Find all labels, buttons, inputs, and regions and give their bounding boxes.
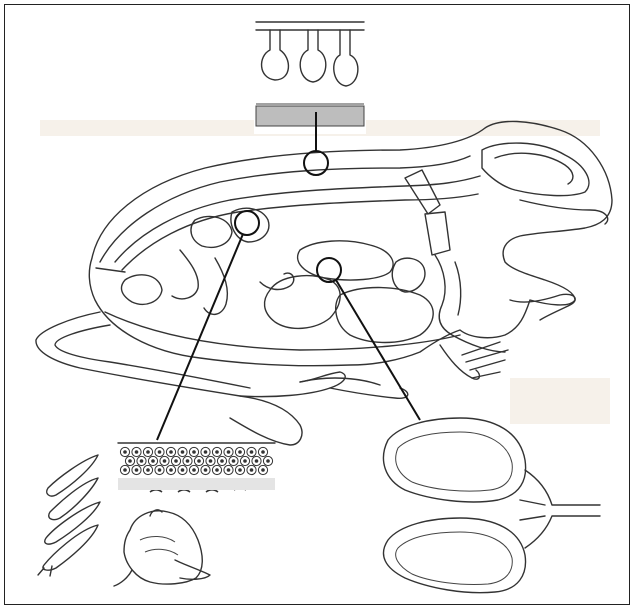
egg-nucleus [192, 450, 196, 454]
trachea-junction [520, 500, 545, 520]
egg-nucleus [261, 468, 265, 472]
ovary-eggs-detail [118, 443, 275, 492]
embryo [206, 490, 218, 492]
embryo [178, 490, 190, 492]
fingers [462, 342, 508, 378]
egg-nucleus [135, 450, 139, 454]
pancreas [260, 273, 294, 289]
skin-focus-ring [304, 151, 328, 175]
egg-nucleus [151, 459, 155, 463]
egg-nucleus [209, 459, 213, 463]
egg-nucleus [169, 468, 173, 472]
jaw-line [520, 200, 608, 224]
egg-nucleus [227, 468, 231, 472]
bladder [121, 275, 162, 305]
egg-nucleus [140, 459, 144, 463]
egg-nucleus [250, 468, 254, 472]
egg-nucleus [250, 450, 254, 454]
lung-in-body [298, 241, 393, 280]
adult-frog-leg [175, 560, 210, 579]
hind-leg [36, 312, 408, 445]
fore-leg [435, 255, 575, 379]
brain [482, 143, 589, 196]
ovary [231, 208, 269, 242]
intestine-loop [204, 258, 227, 314]
forearm [440, 345, 479, 379]
brain-inner [495, 153, 573, 184]
dorsal-inner-line [100, 156, 470, 262]
egg-nucleus [215, 468, 219, 472]
cloaca [96, 268, 125, 272]
shoulder-bone [425, 212, 450, 255]
egg-nucleus [146, 468, 150, 472]
egg-nucleus [135, 468, 139, 472]
ovary-focus-ring [235, 211, 259, 235]
foot [330, 388, 408, 398]
kidney [191, 216, 232, 247]
egg-nucleus [255, 459, 259, 463]
lung-pointer-line [336, 280, 420, 420]
egg-nucleus [174, 459, 178, 463]
egg-nucleus [181, 468, 185, 472]
egg-nucleus [158, 450, 162, 454]
lung-alveoli-lower [396, 532, 513, 585]
skull-bone [405, 170, 440, 214]
hand-upper [510, 294, 575, 320]
egg-nucleus [197, 459, 201, 463]
egg-nucleus [192, 468, 196, 472]
shank [240, 372, 345, 397]
ovary-pointer-line [157, 234, 243, 440]
egg-nucleus [227, 450, 231, 454]
egg-nucleus [169, 450, 173, 454]
egg-nucleus [238, 450, 242, 454]
egg-jelly-layer [118, 478, 275, 490]
thigh [36, 312, 302, 445]
frog-body [89, 121, 612, 365]
egg-nucleus [204, 450, 208, 454]
egg-nucleus [232, 459, 236, 463]
egg-nucleus [220, 459, 224, 463]
egg-nucleus [186, 459, 190, 463]
egg-nucleus [128, 459, 132, 463]
tadpole-legs [38, 566, 52, 576]
liver [336, 288, 434, 343]
bronchus-lower [525, 516, 600, 548]
lung-alveoli-upper [396, 432, 513, 491]
arm-bone [455, 262, 461, 315]
bronchus-upper [525, 470, 600, 505]
background-band [510, 378, 610, 424]
embryo [150, 490, 162, 492]
thigh-inner [55, 325, 250, 388]
egg-nucleus [146, 450, 150, 454]
adult-frog [114, 510, 210, 586]
skin-section-detail [254, 14, 366, 134]
tadpole-stage-2 [49, 478, 98, 520]
intestine [172, 250, 198, 299]
adult-frog-body [124, 511, 202, 584]
lung-lobe-lower [383, 518, 525, 593]
egg-nucleus [266, 459, 270, 463]
body-outline [89, 121, 612, 365]
adult-frog-spots [140, 536, 178, 555]
dermis-layer [256, 106, 364, 126]
vertebral-column [122, 194, 478, 270]
adult-frog-arm [114, 570, 132, 586]
egg-nucleus [123, 468, 127, 472]
lung-detail [383, 418, 600, 593]
egg-nucleus [261, 450, 265, 454]
lung-lobe-upper [383, 418, 525, 502]
belly-line [105, 312, 460, 350]
tadpole-development [38, 455, 100, 576]
heart [392, 258, 425, 292]
egg-nucleus [238, 468, 242, 472]
egg-nucleus [123, 450, 127, 454]
egg-nucleus [163, 459, 167, 463]
egg-nucleus [243, 459, 247, 463]
egg-nucleus [158, 468, 162, 472]
egg-nucleus [215, 450, 219, 454]
egg-nucleus [181, 450, 185, 454]
egg-nucleus [204, 468, 208, 472]
stomach [265, 276, 341, 329]
